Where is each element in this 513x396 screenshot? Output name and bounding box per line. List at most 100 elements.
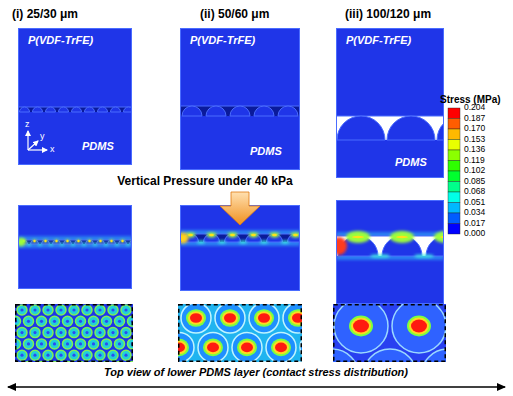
dome-center [118,320,121,323]
dome-center [72,308,75,311]
contact-stress-core [121,240,123,242]
stress-ring [273,341,289,355]
contact-top-view [178,304,302,362]
dome-center [85,354,88,357]
dome-footprint [121,305,131,315]
base-stress-spot [197,240,205,243]
dome-footprint [102,339,112,349]
dome-footprint [198,332,228,362]
scale-value: 0.051 [464,198,485,208]
contact-stress-spot [109,239,114,242]
dome-center [27,342,30,345]
stress-halo [271,339,291,357]
interface-gap [18,240,132,244]
layer-label: P(VDF-TrFE) [346,34,411,47]
contact-top-view [15,304,133,362]
dome-footprint [115,339,125,349]
dome-footprint [30,350,40,360]
dome-center [111,331,114,334]
dome-footprint [102,316,112,326]
dome-center [105,342,108,345]
dome-footprint [178,332,194,362]
micro-dome [206,106,226,116]
dome-footprint [63,339,73,349]
dome-footprint [95,305,105,315]
color-band [448,224,460,235]
contact-stress-spot [249,233,259,238]
base-stress-spot [60,242,64,245]
dome-footprint [392,304,446,353]
dome-center [20,308,23,311]
stress-ring [409,318,429,335]
edge-stress-spot [180,233,189,244]
stress-ring [222,311,238,325]
micro-dome [225,234,241,242]
dashed-frame [334,305,446,362]
scale-value: 0.068 [464,187,485,197]
dashed-frame [16,305,133,362]
contact-stress-core [110,240,112,242]
scale-value: 0.153 [464,135,485,145]
scale-value: 0.204 [464,103,485,113]
color-band [448,150,460,161]
layer-label: P(VDF-TrFE) [190,34,255,47]
dome-footprint [108,328,118,338]
stress-band [180,230,300,246]
micro-dome [20,107,30,112]
dome-center [111,308,114,311]
contact-stress-core [88,240,90,242]
base-stress-spot [49,242,53,245]
dome-footprint [89,339,99,349]
base-stress-spot [82,242,86,245]
dome-footprint [17,305,27,315]
contact-stress-core [293,234,298,236]
stress-halo [237,339,257,357]
interface-gap [180,234,300,242]
base-stress-spot [115,242,119,245]
stress-halo [203,339,223,357]
polymer-layer [336,28,444,178]
panel-heading: (ii) 50/60 μm [200,8,269,22]
panel-heading: (iii) 100/120 μm [345,8,431,22]
fem-panel [180,28,300,170]
dome-center [72,354,75,357]
dome-footprint [89,316,99,326]
dome-center [98,331,101,334]
edge-stress-spot [336,237,347,255]
dome-footprint [43,350,53,360]
layer-label: PDMS [82,140,114,153]
micro-dome [119,240,127,244]
dome-footprint [37,316,47,326]
dome-center [66,342,69,345]
fem-panel [18,205,132,289]
dome-center [40,342,43,345]
micro-dome [31,240,39,244]
stress-peak [275,343,287,353]
dome-footprint [56,350,66,360]
dome-center [98,308,101,311]
contact-stress-spot [32,239,37,242]
contact-stress-spot [98,239,103,242]
interface-gap [180,106,300,116]
color-band [448,203,460,214]
dome-footprint [249,304,279,333]
micro-dome [97,240,105,244]
dome-center [85,308,88,311]
dome-center [15,342,17,345]
scale-value: 0.000 [464,229,485,239]
stress-halo [178,339,189,357]
panel-outline [181,29,300,170]
dome-footprint [17,328,27,338]
dome-footprint [76,316,86,326]
caption-note: Top view of lower PDMS layer (contact st… [104,366,408,379]
stress-peak [224,313,236,323]
dome-center [118,342,121,345]
dome-footprint [82,328,92,338]
contact-stress-spot [120,239,125,242]
dome-footprint [43,305,53,315]
stress-ring [351,318,371,335]
contact-stress-spot [65,239,70,242]
micro-dome [111,107,121,112]
base-stress-spot [126,242,130,245]
